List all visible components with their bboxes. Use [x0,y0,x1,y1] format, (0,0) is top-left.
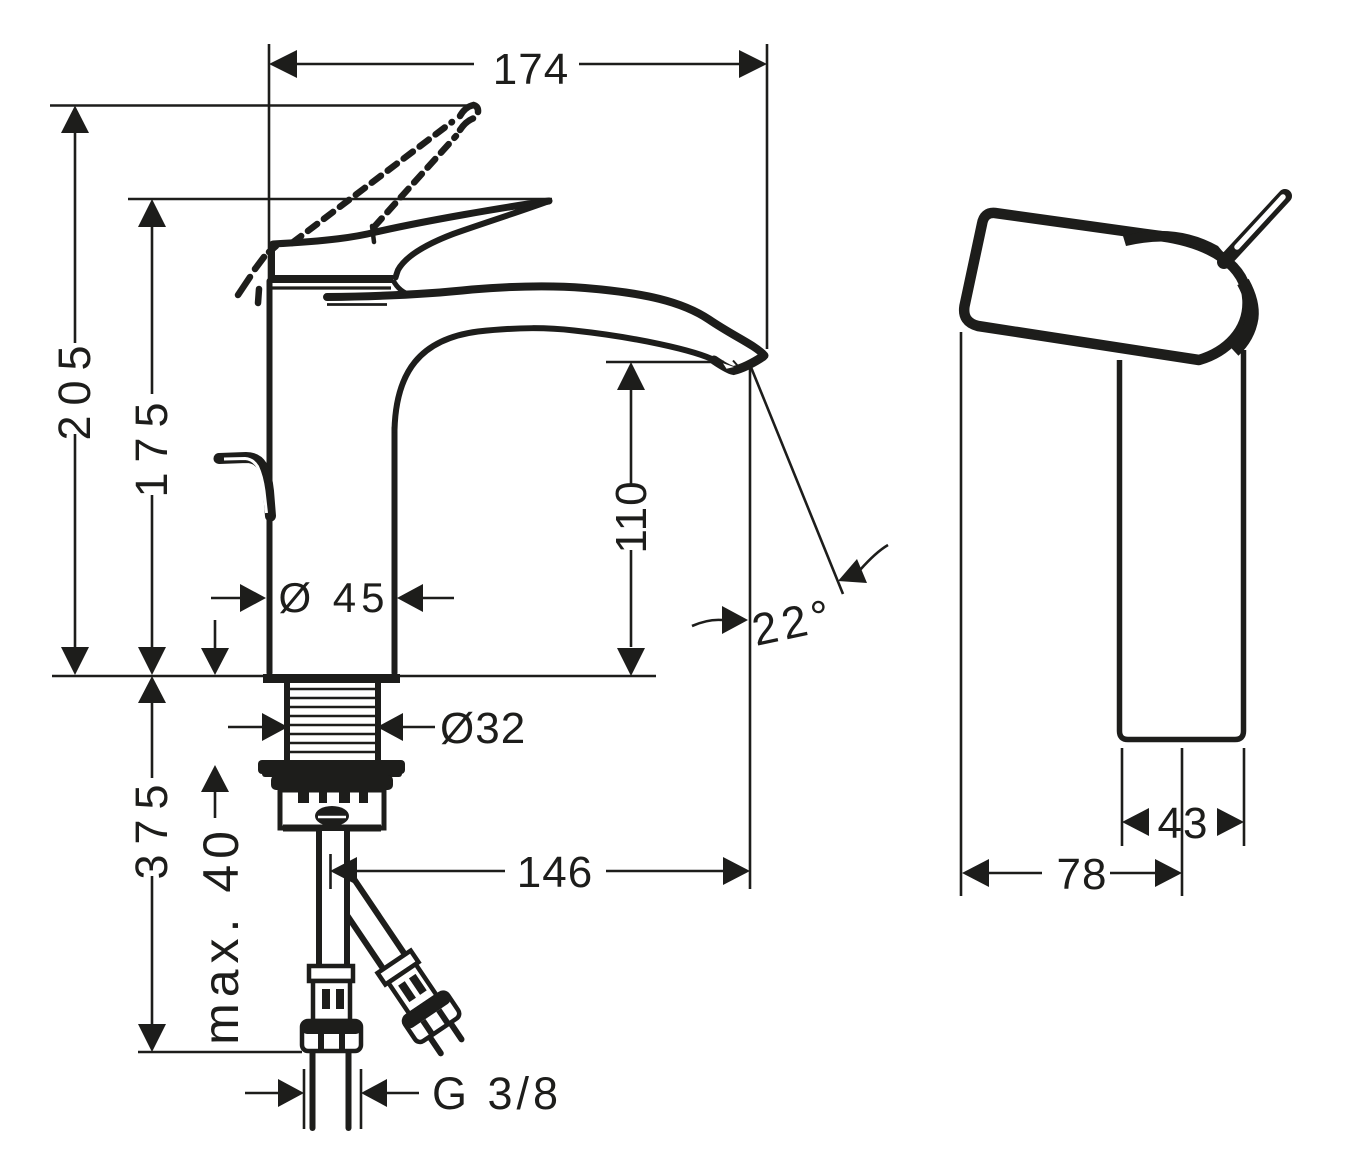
svg-text:Ø32: Ø32 [440,704,526,753]
svg-text:205: 205 [49,335,100,440]
svg-text:375: 375 [126,774,177,879]
svg-text:78: 78 [1057,850,1108,899]
svg-text:43: 43 [1158,799,1209,848]
svg-text:G 3/8: G 3/8 [432,1068,562,1119]
svg-text:175: 175 [126,392,177,497]
svg-text:146: 146 [517,848,593,897]
svg-text:110: 110 [607,480,656,553]
svg-text:174: 174 [493,45,569,94]
svg-text:Ø 45: Ø 45 [278,574,389,621]
svg-text:max. 40: max. 40 [193,825,249,1045]
